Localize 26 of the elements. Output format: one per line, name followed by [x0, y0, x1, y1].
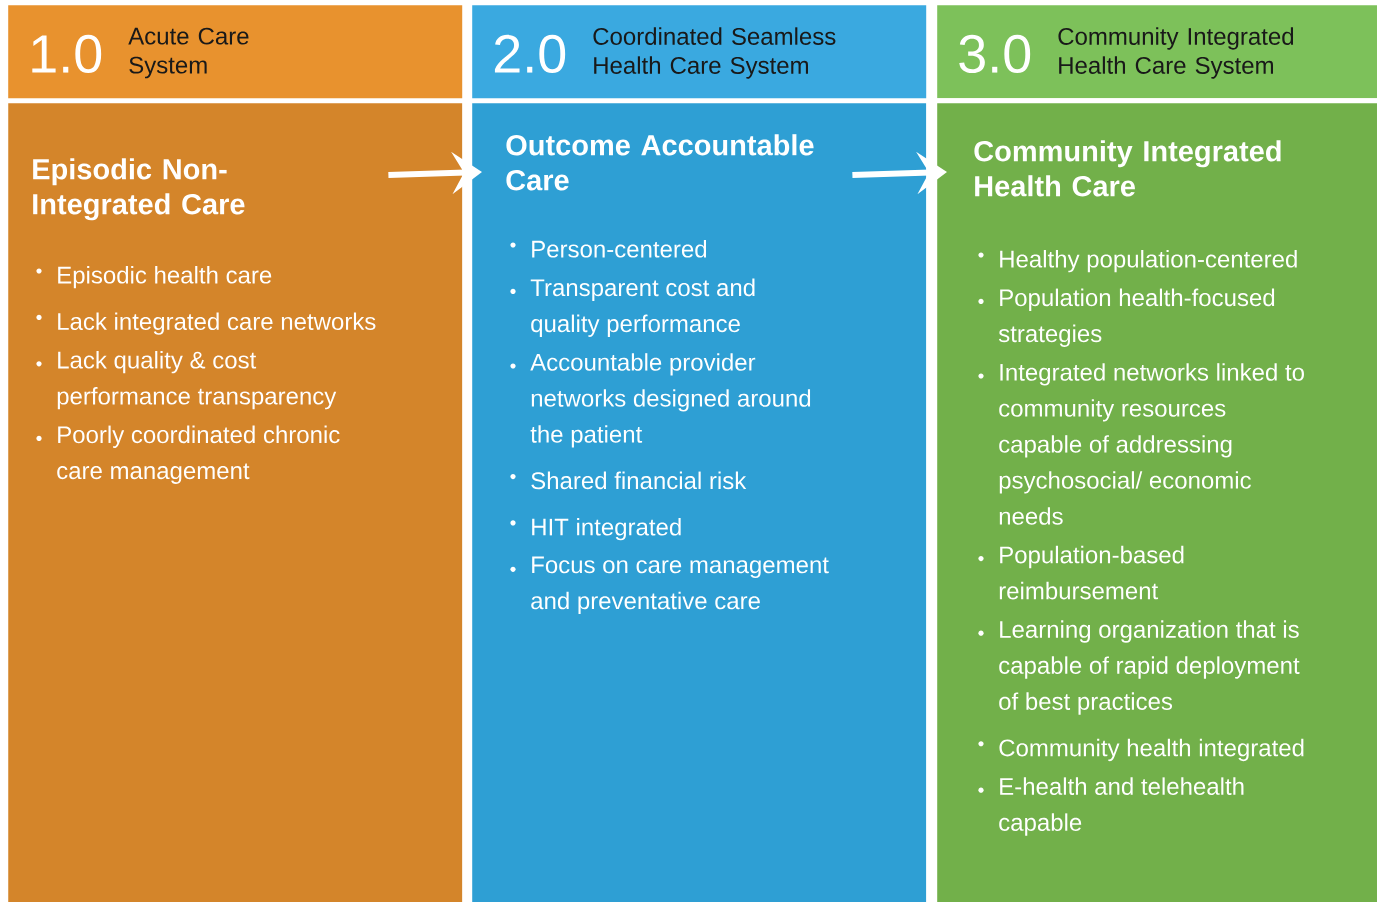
- bullet-item: Community health integrated: [978, 738, 1304, 762]
- bullet-item: Population-based reimbursement: [978, 545, 1184, 600]
- stage-title: Acute Care System: [128, 27, 249, 79]
- stage-number: 1.0: [32, 34, 102, 74]
- bullet-item: Shared financial risk: [510, 471, 747, 490]
- panel-heading: Outcome Accountable Care: [506, 134, 814, 191]
- bullet-item: Population health-focused strategies: [978, 288, 1275, 347]
- bullet-item: Lack integrated care networks: [36, 312, 376, 335]
- bullet-item: Focus on care management and preventative care: [510, 556, 829, 615]
- bullet-item: Integrated networks linked to community resources capable of addressing psychosocial/ economic needs: [978, 363, 1304, 525]
- bullet-item: Accountable provider networks designed around the patient: [510, 353, 811, 448]
- stage-title: Coordinated Seamless Health Care System: [593, 27, 836, 79]
- bullet-item: Poorly coordinated chronic care management: [36, 425, 340, 484]
- bullet-item: HIT integrated: [510, 517, 681, 541]
- stage-number: 2.0: [494, 34, 566, 74]
- bullet-item: Lack quality & cost performance transparency: [36, 351, 337, 410]
- bullet-item: Episodic health care: [36, 266, 272, 289]
- bullet-item: Person-centered: [510, 240, 707, 258]
- bullet-item: Transparent cost and quality performance: [510, 278, 755, 337]
- stage-title: Community Integrated Health Care System: [1058, 27, 1294, 79]
- panel-heading: Episodic Non-Integrated Care: [33, 158, 245, 221]
- bullet-item: Healthy population-centered: [978, 250, 1297, 273]
- stage-number: 3.0: [959, 34, 1031, 74]
- bullet-item: Learning organization that is capable of rapid deployment of best practices: [978, 620, 1300, 715]
- panel-heading: Community Integrated Health Care: [974, 140, 1281, 197]
- bullet-item: E-health and telehealth capable: [978, 777, 1244, 836]
